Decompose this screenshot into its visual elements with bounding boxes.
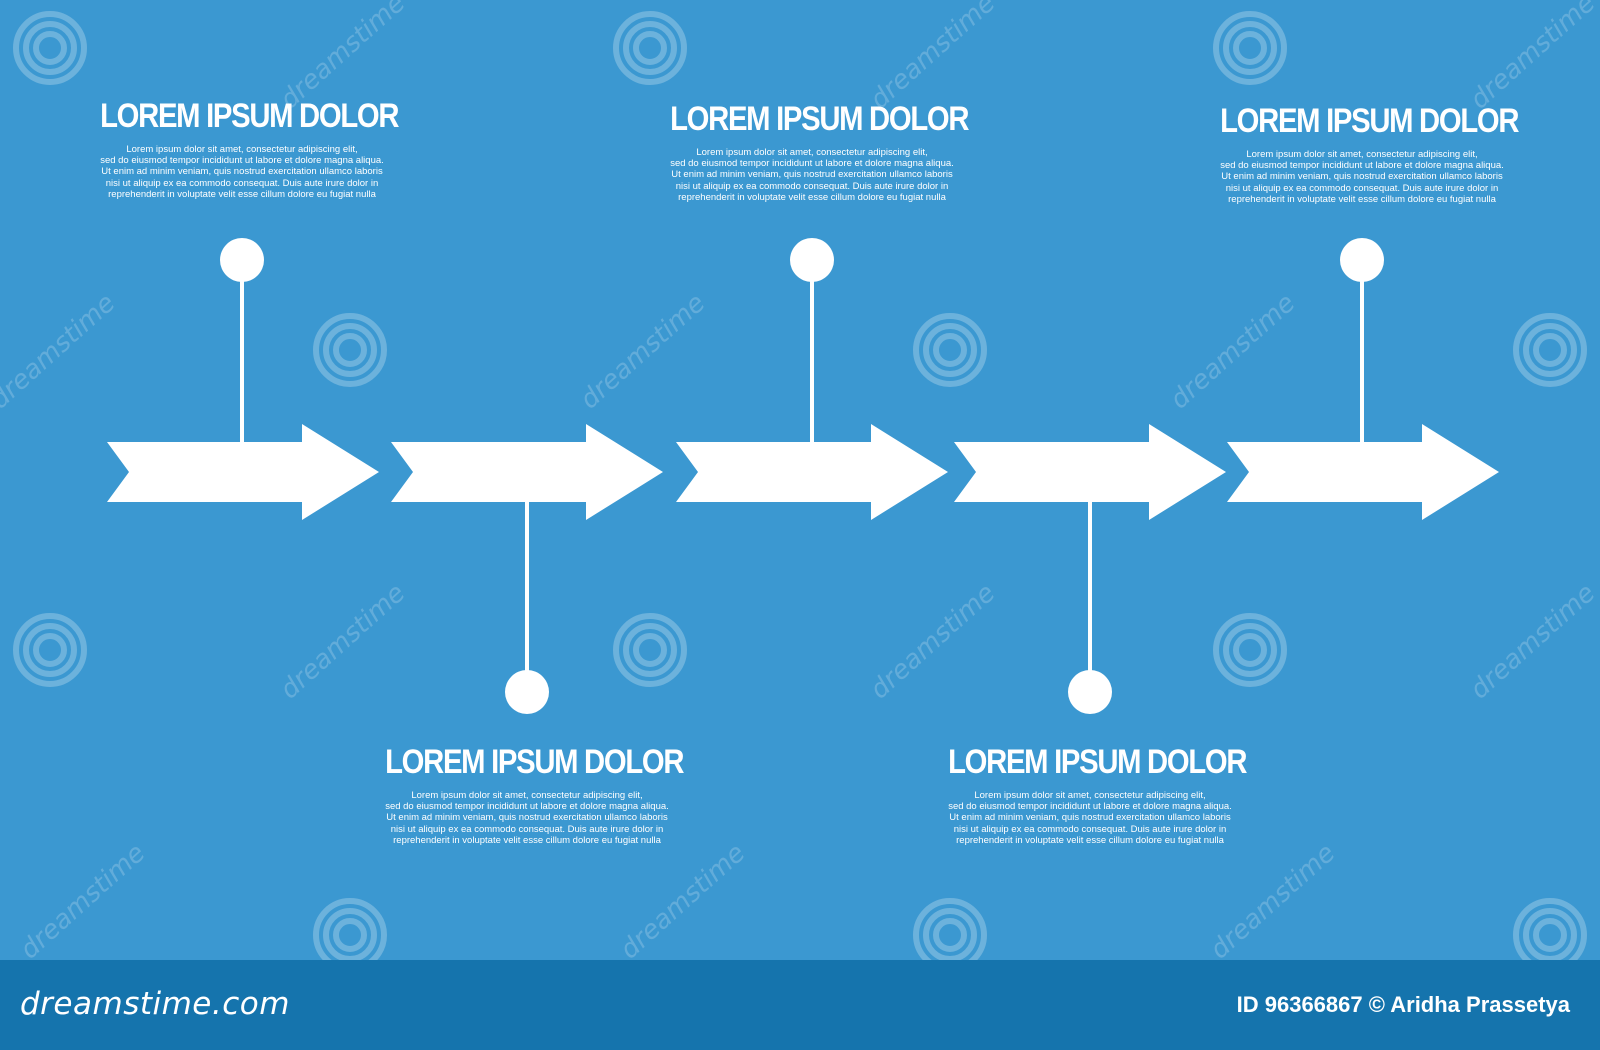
step-2-text-block: LOREM IPSUM DOLOR Lorem ipsum dolor sit a… (362, 742, 692, 846)
milestone-dot-4 (1068, 670, 1112, 714)
description-line: sed do eiusmod tempor incididunt ut labo… (100, 155, 384, 167)
step-3-description: Lorem ipsum dolor sit amet, consectetur … (647, 147, 977, 203)
description-line: Ut enim ad minim veniam, quis nostrud ex… (949, 812, 1231, 824)
step-1-text-block: LOREM IPSUM DOLOR Lorem ipsum dolor sit a… (77, 96, 407, 200)
description-line: sed do eiusmod tempor incididunt ut labo… (1220, 160, 1504, 172)
description-line: sed do eiusmod tempor incididunt ut labo… (385, 801, 669, 813)
description-line: sed do eiusmod tempor incididunt ut labo… (670, 158, 954, 170)
step-3-text-block: LOREM IPSUM DOLOR Lorem ipsum dolor sit a… (647, 99, 977, 203)
arrow-3 (676, 424, 948, 520)
footer-bar: dreamstime.com ID 96366867 © Aridha Pras… (0, 960, 1600, 1050)
description-line: Lorem ipsum dolor sit amet, consectetur … (1246, 149, 1478, 160)
step-5-description: Lorem ipsum dolor sit amet, consectetur … (1197, 149, 1527, 205)
description-line: Ut enim ad minim veniam, quis nostrud ex… (101, 166, 383, 178)
description-line: nisi ut aliquip ex ea commodo consequat.… (1225, 182, 1499, 194)
description-line: nisi ut aliquip ex ea commodo consequat.… (390, 823, 664, 835)
arrow-1 (107, 424, 379, 520)
step-2-title: LOREM IPSUM DOLOR (385, 743, 684, 781)
milestone-dot-5 (1340, 238, 1384, 282)
step-4-text-block: LOREM IPSUM DOLOR Lorem ipsum dolor sit a… (925, 742, 1255, 846)
description-line: Lorem ipsum dolor sit amet, consectetur … (974, 790, 1206, 801)
description-line: Ut enim ad minim veniam, quis nostrud ex… (1221, 171, 1503, 183)
description-line: Lorem ipsum dolor sit amet, consectetur … (411, 790, 643, 801)
arrow-4 (954, 424, 1226, 520)
milestone-dot-1 (220, 238, 264, 282)
description-line: reprehenderit in voluptate velit esse ci… (1228, 193, 1496, 205)
description-line: Ut enim ad minim veniam, quis nostrud ex… (386, 812, 668, 824)
description-line: Ut enim ad minim veniam, quis nostrud ex… (671, 169, 953, 181)
description-line: nisi ut aliquip ex ea commodo consequat.… (675, 180, 949, 192)
description-line: Lorem ipsum dolor sit amet, consectetur … (696, 147, 928, 158)
step-1-title: LOREM IPSUM DOLOR (100, 97, 399, 135)
arrow-5 (1227, 424, 1499, 520)
step-5-text-block: LOREM IPSUM DOLOR Lorem ipsum dolor sit a… (1197, 101, 1527, 205)
milestone-dot-2 (505, 670, 549, 714)
description-line: reprehenderit in voluptate velit esse ci… (678, 191, 946, 203)
step-4-title: LOREM IPSUM DOLOR (948, 743, 1247, 781)
step-3-title: LOREM IPSUM DOLOR (670, 100, 969, 138)
description-line: reprehenderit in voluptate velit esse ci… (393, 834, 661, 846)
description-line: Lorem ipsum dolor sit amet, consectetur … (126, 144, 358, 155)
milestone-dot-3 (790, 238, 834, 282)
description-line: reprehenderit in voluptate velit esse ci… (956, 834, 1224, 846)
arrow-2 (391, 424, 663, 520)
step-2-description: Lorem ipsum dolor sit amet, consectetur … (362, 790, 692, 846)
footer-logo[interactable]: dreamstime.com (20, 986, 290, 1022)
step-5-title: LOREM IPSUM DOLOR (1220, 102, 1519, 140)
description-line: nisi ut aliquip ex ea commodo consequat.… (105, 177, 379, 189)
timeline-diagram (107, 238, 1499, 714)
description-line: nisi ut aliquip ex ea commodo consequat.… (953, 823, 1227, 835)
step-1-description: Lorem ipsum dolor sit amet, consectetur … (77, 144, 407, 200)
step-4-description: Lorem ipsum dolor sit amet, consectetur … (925, 790, 1255, 846)
description-line: sed do eiusmod tempor incididunt ut labo… (948, 801, 1232, 813)
description-line: reprehenderit in voluptate velit esse ci… (108, 188, 376, 200)
footer-credit: ID 96366867 © Aridha Prassetya (1236, 992, 1570, 1017)
